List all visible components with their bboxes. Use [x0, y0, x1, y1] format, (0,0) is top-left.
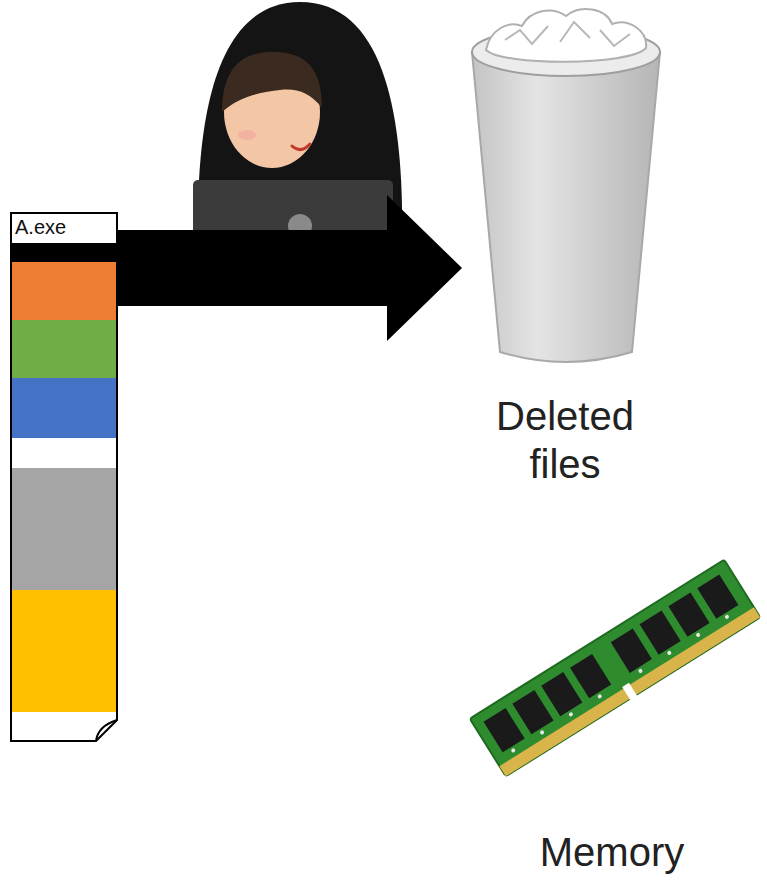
- icon-label: Deleted files: [462, 392, 668, 488]
- hacker-figure: [193, 2, 402, 242]
- memory-node: Memory: [462, 560, 762, 890]
- file-name: A.exe: [10, 212, 118, 242]
- trash-node: Deleted files: [462, 0, 668, 495]
- file-outline: [10, 212, 118, 742]
- memory-module: [470, 560, 762, 778]
- trash-can: [472, 9, 660, 362]
- icon-label: Memory: [462, 828, 762, 876]
- file-box: A.exe: [10, 212, 118, 742]
- block-arrow: [118, 195, 462, 341]
